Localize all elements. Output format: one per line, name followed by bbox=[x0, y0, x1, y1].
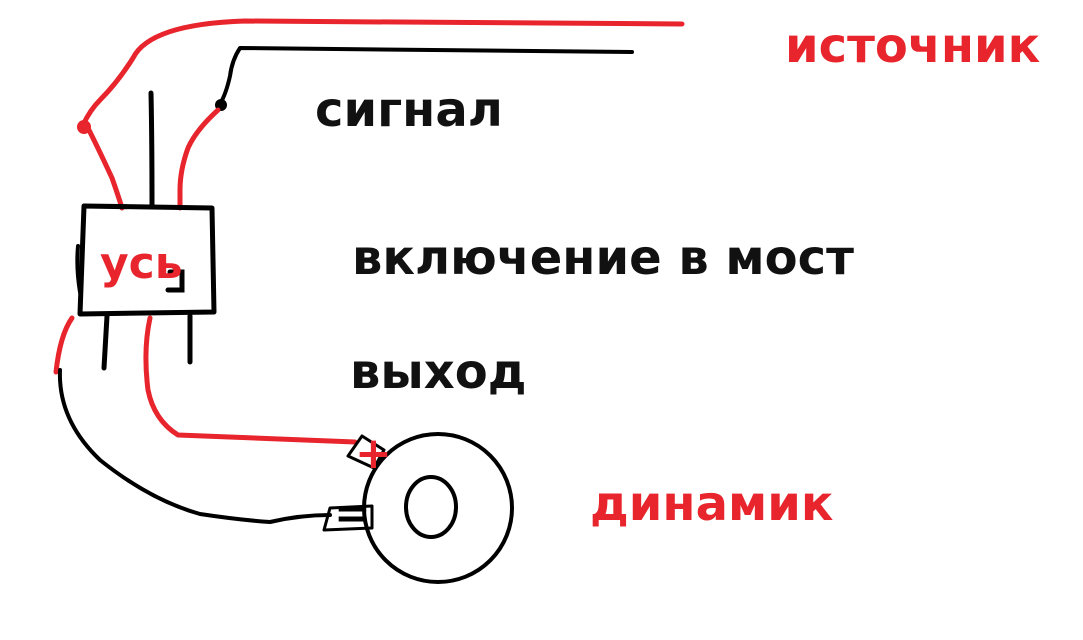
speaker-positive-terminal bbox=[346, 434, 386, 470]
amplifier-chip-inner-mark bbox=[165, 269, 185, 293]
speaker-minus-symbol: = bbox=[334, 488, 371, 539]
signal-wire bbox=[218, 46, 634, 106]
speaker-inner-ring bbox=[404, 475, 458, 539]
amp-lead-1 bbox=[53, 315, 75, 375]
amp-top-black-lead bbox=[148, 90, 155, 209]
power-source-wire bbox=[79, 18, 685, 211]
speaker-negative-terminal bbox=[322, 504, 374, 532]
amplifier-chip bbox=[77, 203, 217, 317]
speaker-negative-wire bbox=[57, 368, 332, 524]
bridge-mode-label: включение в мост bbox=[352, 230, 854, 286]
amp-lead-3 bbox=[143, 315, 358, 445]
speaker-label: динамик bbox=[590, 476, 833, 532]
speaker-plus-symbol: + bbox=[355, 428, 392, 479]
output-label: выход bbox=[350, 344, 526, 400]
power-amp-input-wire bbox=[177, 107, 221, 211]
amplifier-label: усь bbox=[100, 238, 183, 289]
speaker-outer-ring bbox=[362, 432, 514, 584]
source-label: источник bbox=[785, 18, 1040, 74]
amplifier-chip-left-mark bbox=[75, 244, 82, 294]
power-junction-dot bbox=[77, 120, 91, 134]
amp-lead-2 bbox=[101, 313, 110, 371]
signal-label: сигнал bbox=[315, 82, 503, 138]
